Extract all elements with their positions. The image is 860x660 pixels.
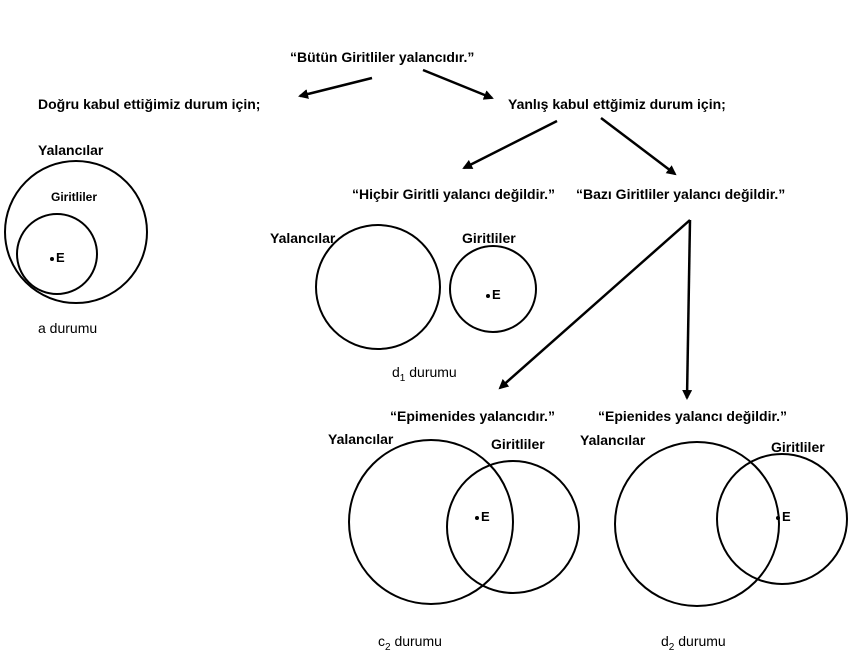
liars-label-d2: Yalancılar bbox=[580, 432, 646, 448]
arrow-some-not-to-epi-liar bbox=[498, 219, 691, 390]
liars-label-d1: Yalancılar bbox=[270, 230, 336, 246]
caption-d1: d1 durumu bbox=[392, 364, 457, 384]
liars-circle-d2 bbox=[614, 441, 780, 607]
point-label: E bbox=[782, 509, 791, 524]
caption-c2: c2 durumu bbox=[378, 633, 442, 653]
caption-a: a durumu bbox=[38, 320, 98, 336]
statement-epi-not-liar: “Epienides yalancı değildir.” bbox=[598, 408, 788, 424]
cretans-label-d2: Giritliler bbox=[771, 439, 825, 455]
point-e-c2: E bbox=[475, 509, 490, 525]
arrow-some-not-to-epi-not-liar bbox=[682, 219, 693, 400]
point-e-d1: E bbox=[486, 287, 501, 303]
statement-false-case: Yanlış kabul ettğimiz durum için; bbox=[508, 96, 726, 112]
liars-label-c2: Yalancılar bbox=[328, 431, 394, 447]
statement-epi-liar: “Epimenides yalancıdır.” bbox=[390, 408, 555, 424]
cretans-circle-d1 bbox=[449, 245, 537, 333]
liars-label-a: Yalancılar bbox=[38, 142, 104, 158]
cretans-label-a: Giritliler bbox=[51, 190, 98, 204]
statement-none: “Hiçbir Giritli yalancı değildir.” bbox=[352, 186, 556, 202]
arrow-root-to-true bbox=[298, 76, 373, 99]
point-e-a: E bbox=[50, 250, 65, 266]
cretans-circle-a bbox=[16, 213, 98, 295]
arrow-false-to-none bbox=[462, 119, 558, 170]
liars-circle-d1 bbox=[315, 224, 441, 350]
cretans-label-d1: Giritliler bbox=[462, 230, 516, 246]
statement-root: “Bütün Giritliler yalancıdır.” bbox=[290, 49, 475, 65]
arrow-false-to-some-not bbox=[600, 117, 677, 176]
statement-some-not: “Bazı Giritliler yalancı değildir.” bbox=[576, 186, 786, 202]
arrow-root-to-false bbox=[422, 68, 494, 100]
statement-true-case: Doğru kabul ettiğimiz durum için; bbox=[38, 96, 261, 112]
point-label: E bbox=[492, 287, 501, 302]
point-dot bbox=[776, 515, 780, 520]
liars-circle-c2 bbox=[348, 439, 514, 605]
cretans-label-c2: Giritliler bbox=[491, 436, 545, 452]
point-label: E bbox=[56, 250, 65, 265]
point-label: E bbox=[481, 509, 490, 524]
point-dot bbox=[475, 515, 479, 520]
cretans-circle-c2 bbox=[446, 460, 580, 594]
caption-d2: d2 durumu bbox=[661, 633, 726, 653]
point-dot bbox=[486, 293, 490, 298]
point-e-d2: E bbox=[776, 509, 791, 525]
liars-circle-a bbox=[4, 160, 148, 304]
point-dot bbox=[50, 256, 54, 261]
cretans-circle-d2 bbox=[716, 453, 848, 585]
